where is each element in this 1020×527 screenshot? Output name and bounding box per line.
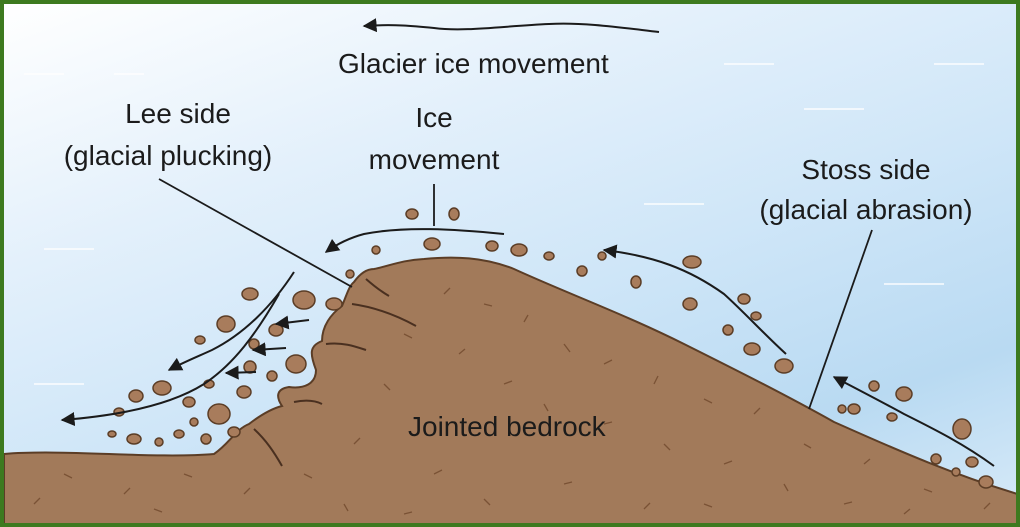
glacier-movement-arrow: [362, 18, 660, 33]
stoss-side-process-label: (glacial abrasion): [759, 194, 973, 225]
ice-movement-arrow: [324, 228, 505, 253]
stoss-lower-flow-arrow: [832, 376, 995, 467]
stoss-upper-flow-arrow: [602, 244, 787, 355]
lee-side-leader: [158, 178, 353, 288]
bedrock-texture: [33, 287, 991, 515]
lee-side-label: Lee side: [125, 98, 231, 129]
bedrock: [4, 256, 1016, 523]
ice-streaks: [24, 63, 984, 385]
stoss-side-label: Stoss side: [801, 154, 931, 185]
pluck-arrow-1: [274, 315, 310, 330]
movement-arrows: [60, 18, 995, 467]
lee-flow-arrow-2: [60, 293, 280, 427]
pluck-arrow-2: [251, 342, 287, 357]
bedrock-label: Jointed bedrock: [408, 411, 606, 442]
bedrock-joints: [253, 278, 417, 467]
pluck-arrow-3: [224, 365, 257, 380]
lee-side-process-label: (glacial plucking): [63, 140, 273, 171]
lee-flow-arrow-1: [167, 271, 295, 371]
movement-label: movement: [368, 144, 500, 175]
rock-fragments: [107, 207, 994, 489]
glacier-ice-movement-label: Glacier ice movement: [338, 48, 609, 79]
leader-lines: [158, 178, 873, 410]
ice-label: Ice: [415, 102, 453, 133]
diagram-canvas: [4, 18, 1016, 523]
stoss-side-leader: [808, 229, 873, 410]
